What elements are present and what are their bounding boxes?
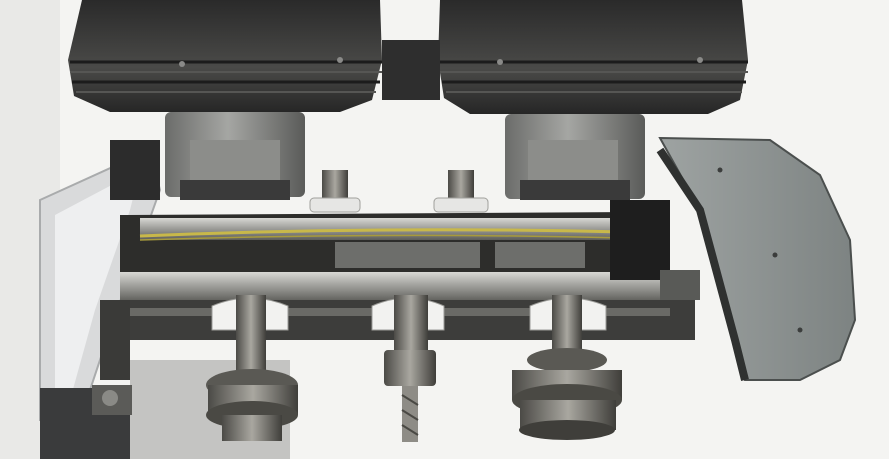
drill-tool-center: [384, 295, 436, 442]
motor-left: [165, 112, 305, 200]
spindle-housing-left: [68, 0, 382, 112]
top-tool-holders: [309, 170, 489, 213]
spindle-housing-right: [438, 0, 748, 114]
cutter-tool-right: [512, 295, 622, 440]
right-bracket: [656, 136, 857, 381]
left-frame: [39, 140, 290, 459]
cutter-tool-left: [206, 295, 298, 441]
lower-left-mechanism: [92, 300, 132, 415]
motor-right: [505, 114, 645, 200]
